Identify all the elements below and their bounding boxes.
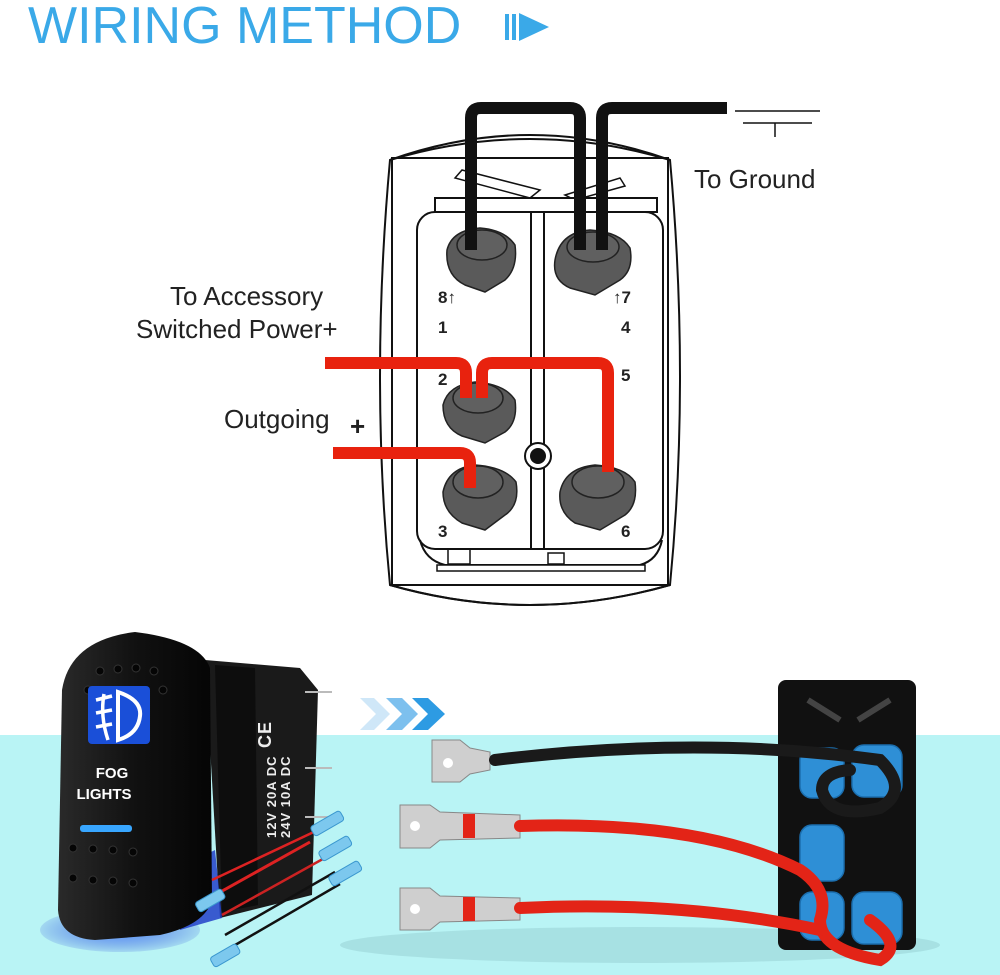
ground-wire [465, 102, 727, 250]
rocker-label-fog: FOG [95, 765, 129, 782]
led-indicator [80, 825, 132, 832]
pin-label-2: 2 [438, 370, 448, 389]
pin-label-6: 6 [621, 522, 631, 541]
switched-power-label: Switched Power+ [136, 314, 338, 344]
pin-label-3: 3 [438, 522, 448, 541]
fog-light-icon [88, 686, 150, 744]
red-wire-upper [514, 819, 897, 967]
pin-label-4: 4 [621, 318, 631, 337]
rocker-label-lights: LIGHTS [76, 786, 132, 803]
pigtail-wires [195, 810, 363, 968]
outgoing-plus-label: + [350, 411, 366, 441]
black-wire [489, 741, 901, 818]
pin-label-7: ↑7 [613, 288, 631, 307]
spade-terminals [399, 739, 521, 931]
rating-text-12v: 12V 20A DC [264, 755, 279, 839]
outgoing-label: Outgoing [224, 404, 330, 434]
red-wire-lower [514, 900, 826, 936]
page-title: WIRING METHOD [28, 0, 462, 55]
terminal-6 [559, 464, 637, 531]
terminal-3 [442, 464, 518, 531]
accessory-power-wire [325, 357, 614, 472]
outgoing-wire [333, 447, 476, 488]
ground-symbol-icon [735, 110, 820, 137]
rocker-switch [58, 632, 212, 940]
pin-label-8: 8↑ [438, 288, 456, 307]
pin-label-1: 1 [438, 318, 448, 337]
pin-label-5: 5 [621, 366, 631, 385]
switch-housing-outline [379, 134, 681, 606]
ce-mark: CE [255, 720, 275, 748]
play-arrow-icon [505, 10, 551, 49]
to-ground-label: To Ground [694, 164, 816, 194]
rating-text-24v: 24V 10A DC [278, 755, 293, 839]
triple-chevron-right-icon [360, 698, 445, 730]
to-accessory-label: To Accessory [170, 281, 324, 311]
